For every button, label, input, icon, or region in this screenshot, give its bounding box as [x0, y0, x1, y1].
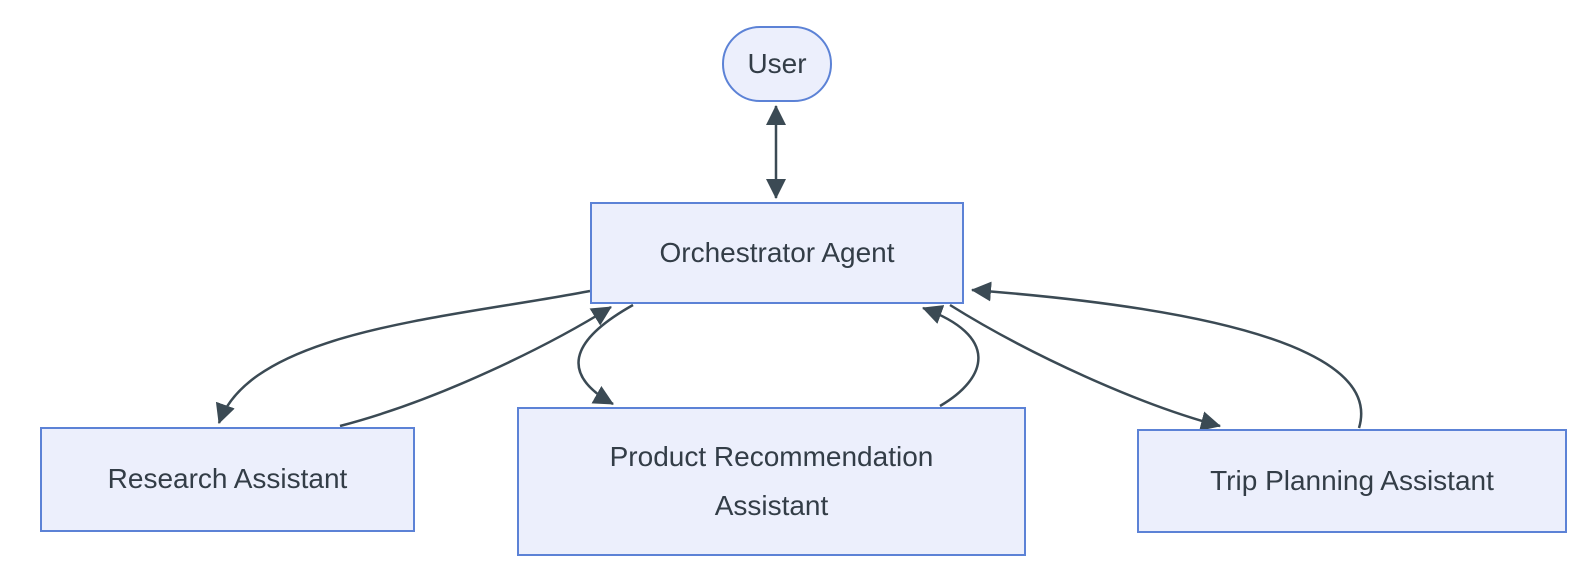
- node-orchestrator-agent: Orchestrator Agent: [590, 202, 964, 304]
- node-research-assistant-label: Research Assistant: [107, 463, 348, 495]
- node-user: User: [722, 26, 832, 102]
- edge-trip-to-orchestrator: [971, 281, 1363, 429]
- edge-orchestrator-to-product: [577, 303, 634, 406]
- node-user-label: User: [747, 47, 807, 79]
- node-research-assistant: Research Assistant: [40, 427, 415, 532]
- edge-orchestrator-to-trip: [949, 303, 1221, 431]
- node-product-recommendation-assistant-label: Product Recommendation Assistant: [609, 441, 934, 521]
- node-trip-planning-assistant-label: Trip Planning Assistant: [1210, 464, 1494, 496]
- node-trip-planning-assistant: Trip Planning Assistant: [1137, 429, 1567, 533]
- node-orchestrator-agent-label: Orchestrator Agent: [659, 236, 895, 268]
- edge-research-to-orchestrator: [339, 305, 612, 428]
- edge-product-to-orchestrator: [922, 305, 980, 408]
- node-product-recommendation-assistant: Product Recommendation Assistant: [517, 407, 1026, 556]
- edge-orchestrator-to-research: [215, 289, 591, 424]
